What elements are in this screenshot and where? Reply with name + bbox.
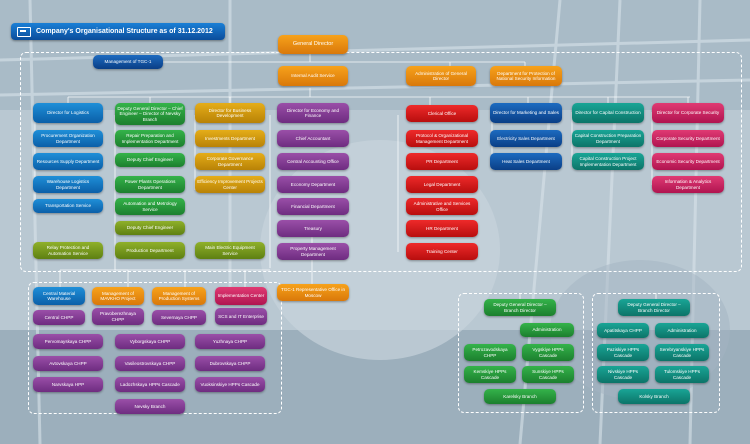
internal-audit-box[interactable]: Internal Audit Service: [278, 66, 348, 86]
chief-accountant-box[interactable]: Chief Accountant: [277, 130, 349, 147]
power-plants-ops-box[interactable]: Power Plants Operations Department: [115, 176, 185, 193]
vuoksinskiye-box[interactable]: Vuoksinskiye HPPs Cascade: [195, 377, 265, 392]
economic-security-box[interactable]: Economic Security Department: [652, 153, 724, 170]
sunskiye-box[interactable]: Sunskiye HPPs Cascade: [522, 366, 574, 383]
property-mgmt-box[interactable]: Property Management Department: [277, 243, 349, 260]
scs-it-box[interactable]: SCS and IT Enterprise: [215, 308, 267, 325]
chart-title-text: Company's Organisational Structure as of…: [36, 28, 213, 35]
org-chart-icon: [17, 26, 31, 37]
mgmt-production-box[interactable]: Management of Production Systems: [152, 287, 206, 305]
repair-prep-box[interactable]: Repair Preparation and Implementation De…: [115, 130, 185, 147]
yuzhnaya-box[interactable]: Yuzhnaya CHPP: [195, 334, 265, 349]
director-capital-box[interactable]: Director for Capital Construction: [572, 103, 644, 123]
admin-general-director-box[interactable]: Administration of General Director: [406, 66, 476, 86]
chart-title: Company's Organisational Structure as of…: [11, 23, 225, 40]
region-executive: [20, 52, 742, 272]
economy-dept-box[interactable]: Economy Department: [277, 176, 349, 193]
transportation-box[interactable]: Transportation Service: [33, 199, 103, 213]
narvskaya-box[interactable]: Narvskaya HPP: [33, 377, 103, 392]
capital-prep-box[interactable]: Capital Construction Preparation Departm…: [572, 130, 644, 147]
central-material-box[interactable]: Central Material Warehouse: [33, 287, 85, 305]
corporate-governance-box[interactable]: Corporate Governance Department: [195, 153, 265, 170]
niva-box[interactable]: Nivskiye HPPs Cascade: [597, 366, 649, 383]
director-economy-box[interactable]: Director for Economy and Finance: [277, 103, 349, 123]
legal-dept-box[interactable]: Legal Department: [406, 176, 478, 193]
corporate-security-box[interactable]: Corporate Security Department: [652, 130, 724, 147]
general-director-box[interactable]: General Director: [278, 35, 348, 54]
karelsky-admin-box[interactable]: Administration: [520, 323, 574, 337]
management-tgc1-box[interactable]: Management of TGC-1: [93, 55, 163, 69]
pervomayskaya-box[interactable]: Pervomayskaya CHPP: [33, 334, 103, 349]
investments-box[interactable]: Investments Department: [195, 130, 265, 147]
admin-services-box[interactable]: Administrative and Services Office: [406, 198, 478, 215]
pravoberezhnaya-box[interactable]: Pravoberezhnaya CHPP: [92, 308, 144, 325]
automation-metrology-box[interactable]: Automation and Metrology Service: [115, 198, 185, 215]
dept-protection-box[interactable]: Department for Protection of National Se…: [490, 66, 562, 86]
vasileostrovskaya-box[interactable]: Vasileostrovskaya CHPP: [115, 356, 185, 371]
hr-dept-box[interactable]: HR Department: [406, 220, 478, 237]
nevsky-branch-box[interactable]: Nevsky Branch: [115, 399, 185, 414]
protocol-org-box[interactable]: Protocol & Organizational Management Dep…: [406, 130, 478, 147]
efficiency-projects-box[interactable]: Efficiency Improvement Projects Center: [195, 176, 265, 193]
vyborgskaya-box[interactable]: Vyborgskaya CHPP: [115, 334, 185, 349]
main-electric-box[interactable]: Main Electric Equipment Service: [195, 242, 265, 259]
serebryanskiye-box[interactable]: Serebryanskiye HPPs Cascade: [655, 344, 709, 361]
pr-dept-box[interactable]: PR Department: [406, 153, 478, 170]
deputy-chief-engineer-2-box[interactable]: Deputy Chief Engineer: [115, 221, 185, 235]
resources-supply-box[interactable]: Resources Supply Department: [33, 153, 103, 170]
central-chpp-box[interactable]: Central CHPP: [33, 310, 85, 325]
severnaya-box[interactable]: Severnaya CHPP: [152, 310, 206, 325]
clerical-office-box[interactable]: Clerical Office: [406, 105, 478, 122]
karelsky-branch-box[interactable]: Karelsky Branch: [484, 389, 556, 404]
kolsky-admin-box[interactable]: Administration: [655, 323, 709, 338]
vygskiye-box[interactable]: Vygskiye HPPs Cascade: [522, 344, 574, 361]
deputy-chief-engineer-box[interactable]: Deputy Chief Engineer: [115, 153, 185, 167]
financial-dept-box[interactable]: Financial Department: [277, 198, 349, 215]
implementation-center-box[interactable]: Implementation Center: [215, 287, 267, 305]
director-business-dev-box[interactable]: Director for Business Development: [195, 103, 265, 123]
paziskiye-box[interactable]: Paziskiye HPPs Cascade: [597, 344, 649, 361]
apatitskaya-box[interactable]: Apatitskaya CHPP: [597, 323, 649, 338]
region-karelsky-branch: [458, 293, 584, 413]
tuloma-box[interactable]: Tulomskiye HPPs Cascade: [655, 366, 709, 383]
electricity-sales-box[interactable]: Electricity Sales Department: [490, 130, 562, 147]
capital-impl-box[interactable]: Capital Construction Project Implementat…: [572, 153, 644, 170]
heat-sales-box[interactable]: Heat Sales Department: [490, 153, 562, 170]
training-center-box[interactable]: Training Center: [406, 243, 478, 260]
petrozavodskaya-box[interactable]: Petrozavodskaya CHPP: [464, 344, 516, 361]
kolsky-branch-box[interactable]: Kolsky Branch: [618, 389, 690, 404]
avtovskaya-box[interactable]: Avtovskaya CHPP: [33, 356, 103, 371]
warehouse-box[interactable]: Warehouse Logistics Department: [33, 176, 103, 193]
region-kolsky-branch: [592, 293, 720, 413]
ladozhskaya-box[interactable]: Ladozhskaya HPPs Cascade: [115, 377, 185, 392]
deputy-chief-engineer-branch-box[interactable]: Deputy General Director – Chief Engineer…: [115, 103, 185, 125]
tgc1-moscow-box[interactable]: TGC-1 Representative Office in Moscow: [277, 284, 349, 301]
treasury-box[interactable]: Treasury: [277, 220, 349, 237]
production-dept-box[interactable]: Production Department: [115, 242, 185, 259]
procurement-box[interactable]: Procurement Organization Department: [33, 130, 103, 147]
central-accounting-box[interactable]: Central Accounting Office: [277, 153, 349, 170]
director-marketing-box[interactable]: Director for Marketing and Sales: [490, 103, 562, 123]
relay-protection-box[interactable]: Relay Protection and Automation Service: [33, 242, 103, 259]
director-security-box[interactable]: Director for Corporate Security: [652, 103, 724, 123]
deputy-kolsky-box[interactable]: Deputy General Director – Branch Directo…: [618, 299, 690, 316]
dubrovskaya-box[interactable]: Dubrovskaya CHPP: [195, 356, 265, 371]
director-logistics-box[interactable]: Director for Logistics: [33, 103, 103, 123]
kemskiye-box[interactable]: Kemskiye HPPs Cascade: [464, 366, 516, 383]
mgmt-mavkho-box[interactable]: Management of MAVKHO Project: [92, 287, 144, 305]
deputy-karelsky-box[interactable]: Deputy General Director – Branch Directo…: [484, 299, 556, 316]
info-analytics-box[interactable]: Information & Analytics Department: [652, 176, 724, 193]
